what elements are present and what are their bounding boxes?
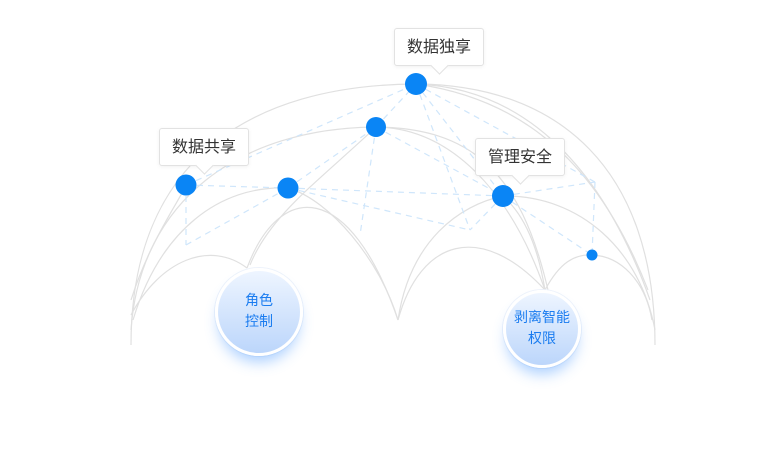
node-dot-6 (586, 249, 598, 261)
arc-line-16 (415, 83, 649, 291)
bubble-role-control-line1: 角色 (245, 293, 273, 309)
label-data-sharing-text: 数据共享 (172, 137, 237, 156)
label-data-exclusive-text: 数据独享 (407, 37, 472, 56)
dashed-link-4 (185, 187, 289, 246)
dashed-link-6 (287, 187, 504, 197)
bubble-permission-separation: 剥离智能 权限 (503, 290, 581, 368)
dashed-link-9 (359, 126, 377, 236)
dashed-link-13 (502, 195, 593, 256)
node-dot-4 (277, 177, 299, 199)
node-dot-1 (405, 73, 427, 95)
node-dot-3 (175, 174, 197, 196)
dashed-link-11 (415, 83, 596, 183)
dashed-link-1 (185, 83, 417, 186)
dashed-link-10 (415, 83, 504, 197)
node-dot-5 (492, 185, 514, 207)
label-management-security-text: 管理安全 (488, 147, 553, 166)
dashed-link-14 (591, 181, 596, 256)
arc-line-5 (249, 126, 377, 266)
node-dot-2 (366, 117, 386, 137)
dashed-link-5 (287, 126, 377, 189)
arc-line-9 (397, 195, 504, 321)
dashed-link-15 (415, 83, 471, 231)
label-data-exclusive: 数据独享 (394, 28, 485, 66)
dashed-link-12 (502, 181, 596, 197)
arc-line-12 (502, 195, 546, 291)
arc-line-10 (397, 246, 546, 321)
arc-line-8 (287, 187, 399, 321)
bubble-permission-separation-line1: 剥离智能 (514, 310, 570, 326)
arc-line-6 (130, 254, 248, 316)
bubble-role-control-line2: 控制 (245, 314, 273, 330)
label-data-sharing: 数据共享 (159, 128, 250, 166)
dashed-link-16 (287, 187, 471, 231)
bubble-permission-separation-line2: 权限 (528, 331, 556, 347)
arc-line-3 (132, 187, 289, 321)
arc-line-15 (415, 83, 651, 301)
dashed-link-17 (469, 195, 504, 231)
label-management-security: 管理安全 (475, 138, 566, 176)
dashed-link-8 (375, 126, 504, 197)
bubble-role-control: 角色 控制 (215, 268, 303, 356)
